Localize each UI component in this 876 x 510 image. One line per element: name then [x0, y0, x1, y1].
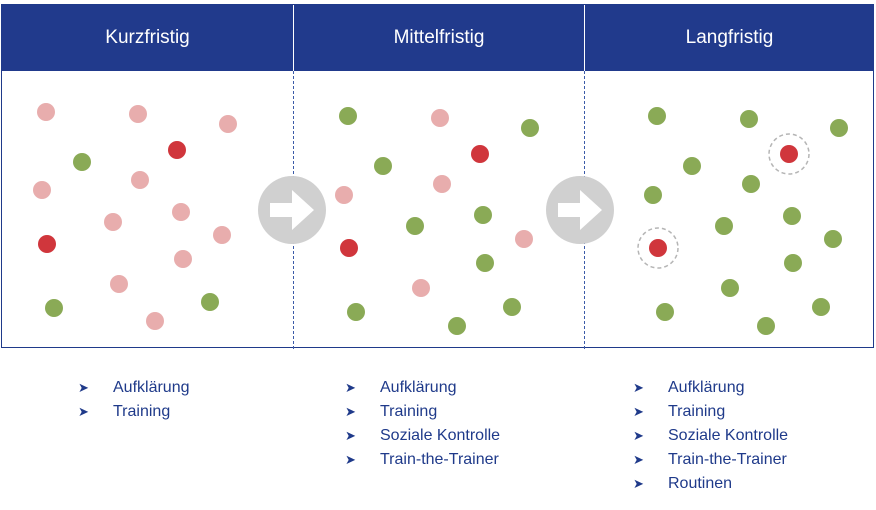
dot-pink: [412, 279, 430, 297]
list-mittelfristig: ➤Aufklärung ➤Training ➤Soziale Kontrolle…: [345, 376, 500, 472]
dot-red: [38, 235, 56, 253]
dot-green: [742, 175, 760, 193]
dot-green: [648, 107, 666, 125]
header-kurzfristig: Kurzfristig: [2, 5, 293, 71]
header-divider: [584, 5, 585, 71]
header-title: Langfristig: [685, 27, 774, 48]
arrow-right-icon: [258, 176, 326, 244]
dot-pink: [213, 226, 231, 244]
highlight-ring: [768, 133, 810, 175]
dots-illustration: [33, 103, 848, 335]
dot-pink: [37, 103, 55, 121]
list-kurzfristig: ➤Aufklärung ➤Training: [78, 376, 190, 424]
dot-pink: [131, 171, 149, 189]
arrowhead-bullet-icon: ➤: [633, 404, 644, 419]
dot-pink: [219, 115, 237, 133]
list-item: ➤Aufklärung: [345, 376, 500, 400]
dot-pink: [174, 250, 192, 268]
dot-green: [474, 206, 492, 224]
dot-pink: [172, 203, 190, 221]
dot-pink: [33, 181, 51, 199]
dot-green: [830, 119, 848, 137]
arrowhead-bullet-icon: ➤: [78, 380, 89, 395]
header-langfristig: Langfristig: [585, 5, 874, 71]
header-title: Mittelfristig: [393, 27, 485, 48]
header-title: Kurzfristig: [105, 27, 190, 48]
dot-pink: [129, 105, 147, 123]
dot-pink: [146, 312, 164, 330]
dot-green: [783, 207, 801, 225]
dot-red: [780, 145, 798, 163]
dot-green: [201, 293, 219, 311]
list-item: ➤Train-the-Trainer: [633, 448, 788, 472]
dot-green: [521, 119, 539, 137]
list-item: ➤Training: [78, 400, 190, 424]
arrowhead-bullet-icon: ➤: [633, 452, 644, 467]
dot-pink: [335, 186, 353, 204]
list-item: ➤Training: [633, 400, 788, 424]
arrowhead-bullet-icon: ➤: [345, 404, 356, 419]
dot-pink: [433, 175, 451, 193]
dot-green: [73, 153, 91, 171]
dot-green: [339, 107, 357, 125]
dot-green: [503, 298, 521, 316]
arrowhead-bullet-icon: ➤: [345, 428, 356, 443]
dot-red: [649, 239, 667, 257]
dot-group-mittelfristig: [335, 107, 539, 335]
dot-green: [656, 303, 674, 321]
dot-pink: [515, 230, 533, 248]
dot-red: [471, 145, 489, 163]
list-item: ➤Soziale Kontrolle: [345, 424, 500, 448]
arrowhead-bullet-icon: ➤: [345, 380, 356, 395]
dot-green: [406, 217, 424, 235]
dot-green: [45, 299, 63, 317]
dot-green: [721, 279, 739, 297]
list-langfristig: ➤Aufklärung ➤Training ➤Soziale Kontrolle…: [633, 376, 788, 496]
dot-green: [644, 186, 662, 204]
dot-green: [476, 254, 494, 272]
arrowhead-bullet-icon: ➤: [633, 476, 644, 491]
dot-pink: [110, 275, 128, 293]
dot-pink: [431, 109, 449, 127]
dot-green: [374, 157, 392, 175]
list-item: ➤Routinen: [633, 472, 788, 496]
dot-pink: [104, 213, 122, 231]
arrowhead-bullet-icon: ➤: [78, 404, 89, 419]
arrowhead-bullet-icon: ➤: [345, 452, 356, 467]
list-item: ➤Train-the-Trainer: [345, 448, 500, 472]
arrow-right-icon: [546, 176, 614, 244]
list-item: ➤Aufklärung: [633, 376, 788, 400]
list-item: ➤Aufklärung: [78, 376, 190, 400]
dot-red: [168, 141, 186, 159]
header-divider: [293, 5, 294, 71]
highlight-ring: [637, 227, 679, 269]
dot-green: [347, 303, 365, 321]
dot-green: [784, 254, 802, 272]
dot-green: [812, 298, 830, 316]
dot-green: [683, 157, 701, 175]
dot-green: [448, 317, 466, 335]
arrowhead-bullet-icon: ➤: [633, 380, 644, 395]
dot-group-langfristig: [637, 107, 848, 335]
list-item: ➤Soziale Kontrolle: [633, 424, 788, 448]
dot-red: [340, 239, 358, 257]
dot-green: [824, 230, 842, 248]
dot-group-kurzfristig: [33, 103, 237, 330]
header-mittelfristig: Mittelfristig: [294, 5, 584, 71]
arrowhead-bullet-icon: ➤: [633, 428, 644, 443]
dot-green: [757, 317, 775, 335]
dot-green: [715, 217, 733, 235]
dot-green: [740, 110, 758, 128]
list-item: ➤Training: [345, 400, 500, 424]
